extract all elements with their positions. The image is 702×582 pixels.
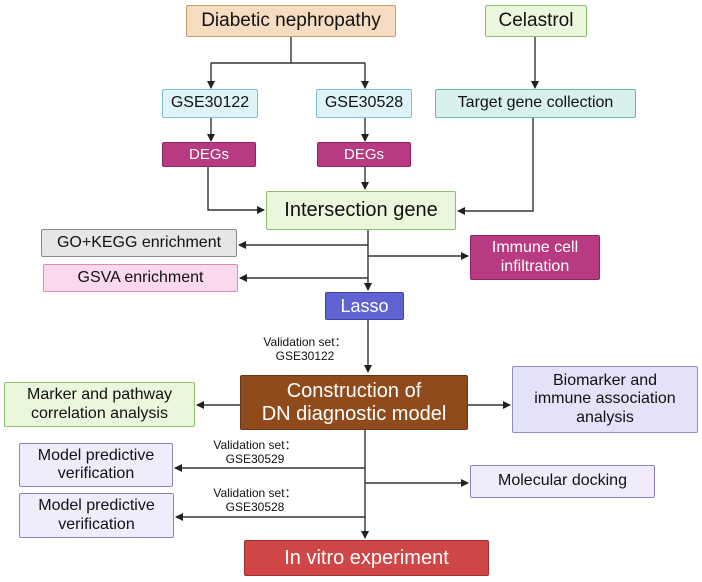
node-degs-left: DEGs [162, 142, 256, 167]
node-gse30528: GSE30528 [316, 89, 412, 118]
node-target-gene-collection: Target gene collection [435, 89, 636, 118]
arrow-degs-left-intersection [207, 167, 265, 214]
node-in-vitro-experiment: In vitro experiment [244, 540, 489, 576]
node-immune-cell-infiltration: Immune cell infiltration [470, 235, 600, 280]
node-celastrol: Celastrol [485, 5, 587, 37]
node-degs-right: DEGs [317, 142, 411, 167]
label-validation-gse30528: Validation set： GSE30528 [213, 486, 297, 515]
node-construction-dn-model: Construction of DN diagnostic model [240, 375, 468, 430]
node-model-predictive-verification-1: Model predictive verification [19, 443, 173, 487]
node-model-predictive-verification-2: Model predictive verification [19, 493, 174, 538]
node-intersection-gene: Intersection gene [266, 191, 456, 230]
label-validation-gse30122: Validation set： GSE30122 [263, 335, 347, 364]
node-diabetic-nephropathy: Diabetic nephropathy [186, 5, 396, 37]
arrow-target-intersection [457, 118, 534, 215]
node-molecular-docking: Molecular docking [470, 465, 655, 498]
node-marker-pathway-analysis: Marker and pathway correlation analysis [4, 382, 195, 427]
node-gsva-enrichment: GSVA enrichment [43, 264, 238, 292]
label-validation-gse30529: Validation set： GSE30529 [213, 438, 297, 467]
node-go-kegg-enrichment: GO+KEGG enrichment [41, 229, 237, 257]
node-gse30122: GSE30122 [162, 89, 258, 118]
node-biomarker-immune-analysis: Biomarker and immune association analysi… [512, 366, 698, 433]
node-lasso: Lasso [325, 292, 404, 320]
